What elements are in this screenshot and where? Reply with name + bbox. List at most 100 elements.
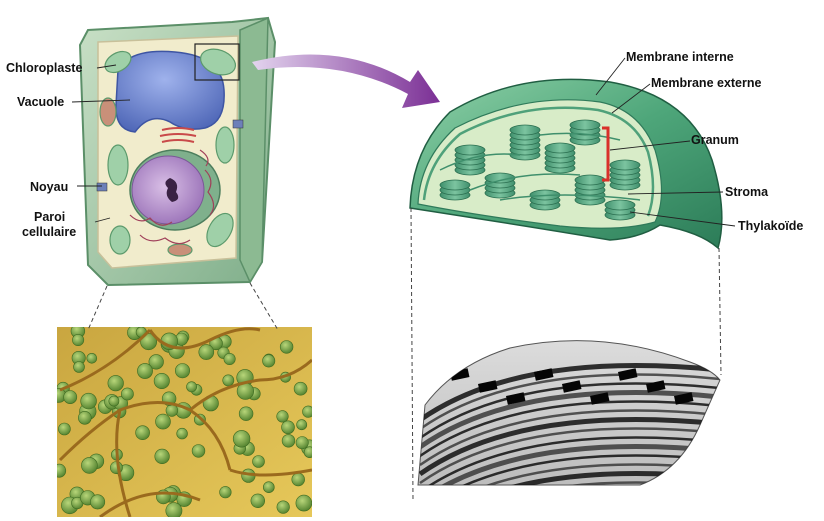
cell-chloroplast <box>107 144 129 186</box>
cell-chloroplast <box>167 243 193 257</box>
micrograph-chloroplast <box>175 363 191 379</box>
thylakoid-disc <box>604 199 636 211</box>
thylakoid-disc <box>439 179 471 191</box>
label-thylakoide: Thylakoïde <box>738 219 803 233</box>
endoplasmic-reticulum <box>129 149 215 245</box>
tem-granum <box>534 368 554 381</box>
micrograph-chloroplast <box>78 410 92 425</box>
micrograph-chloroplast <box>86 352 98 364</box>
micrograph-chloroplast <box>63 390 78 404</box>
granum-stack <box>569 119 601 146</box>
label-membrane-externe: Membrane externe <box>651 76 762 90</box>
micrograph-chloroplast <box>108 395 120 407</box>
micrograph-chloroplast <box>135 425 150 441</box>
micrograph-chloroplast <box>90 494 106 510</box>
micrograph-chloroplast <box>250 493 265 508</box>
zoom-box <box>194 43 240 81</box>
cell-leader-lines <box>71 64 131 223</box>
micrograph-chloroplast <box>262 481 275 494</box>
stroma-lamellae <box>439 132 641 201</box>
cell-chloroplast <box>206 212 234 248</box>
micrograph-chloroplast <box>80 392 97 410</box>
micrograph-chloroplast <box>295 494 312 512</box>
granum-stack <box>484 172 516 199</box>
cell-chloroplast <box>99 97 117 127</box>
label-granum: Granum <box>691 133 739 147</box>
tem-band <box>419 400 720 458</box>
micrograph-chloroplast <box>281 434 296 448</box>
label-membrane-interne: Membrane interne <box>626 50 734 64</box>
micrograph-chloroplast <box>222 374 235 387</box>
tem-band <box>419 481 720 485</box>
label-paroi: Paroi <box>34 210 65 224</box>
micrograph-cell-walls <box>58 327 312 517</box>
tem-band <box>418 417 720 477</box>
micrograph-chloroplast <box>155 413 171 430</box>
micrograph-chloroplast <box>121 387 134 401</box>
nucleolus <box>165 178 179 202</box>
micrograph-chloroplast <box>238 406 254 421</box>
tem-band <box>419 373 720 431</box>
micrograph-chloroplast <box>165 404 179 417</box>
chloroplast-tem-micrograph <box>417 340 721 486</box>
chloroplast-3d <box>409 78 723 250</box>
label-chloroplaste: Chloroplaste <box>6 61 82 75</box>
granum-stack <box>439 179 471 201</box>
grana-stacks <box>439 119 641 221</box>
cell-wall-side <box>239 16 269 284</box>
thylakoid-disc <box>609 159 641 171</box>
thylakoid-disc <box>574 174 606 186</box>
granum-stack <box>544 142 576 174</box>
label-cellulaire: cellulaire <box>22 225 76 239</box>
tem-granum <box>646 380 666 393</box>
micrograph-chloroplast <box>223 352 236 365</box>
label-vacuole: Vacuole <box>17 95 64 109</box>
micrograph-chloroplast <box>295 436 309 450</box>
chloroplast-leader-lines <box>595 57 736 227</box>
micrograph-chloroplast <box>276 500 290 514</box>
micrograph-chloroplast <box>296 419 308 431</box>
tem-band <box>418 390 720 450</box>
micrograph-chloroplast <box>110 461 123 474</box>
micrograph-chloroplast <box>276 410 289 423</box>
granum-stack <box>509 124 541 161</box>
micrograph-chloroplast <box>186 381 197 393</box>
granum-stack <box>454 144 486 176</box>
micrograph-chloroplast <box>148 354 164 370</box>
micrograph-chloroplast <box>252 455 265 468</box>
micrograph-chloroplast <box>154 448 170 465</box>
micrograph-chloroplast <box>293 381 308 396</box>
micrograph-chloroplasts <box>57 327 312 517</box>
micrograph-chloroplast <box>279 340 294 354</box>
thylakoid-disc <box>509 124 541 136</box>
micrograph-chloroplast <box>107 375 124 392</box>
micrograph-chloroplast <box>219 486 232 499</box>
micrograph-chloroplast <box>198 344 215 360</box>
micrograph-chloroplast <box>176 427 188 440</box>
granum-stack <box>609 159 641 191</box>
micrograph-chloroplast <box>191 444 206 458</box>
micrograph-chloroplast <box>72 333 85 346</box>
micrograph-chloroplast <box>57 463 67 478</box>
thylakoid-disc <box>569 119 601 131</box>
tem-band <box>419 382 720 440</box>
tem-band <box>419 427 720 485</box>
cell-chloroplast <box>109 225 131 255</box>
tem-granum <box>674 392 694 405</box>
micrograph-chloroplast <box>281 420 295 435</box>
micrograph-chloroplast <box>58 422 71 436</box>
micrograph-chloroplast <box>137 363 153 379</box>
micrograph-chloroplast <box>302 405 312 418</box>
vacuole <box>115 50 225 133</box>
tem-granum <box>478 380 498 393</box>
micrograph-chloroplast <box>232 430 251 448</box>
golgi-apparatus <box>159 127 197 143</box>
inner-membrane <box>422 106 655 217</box>
thylakoid-disc <box>544 142 576 154</box>
cell-chloroplasts <box>99 48 237 257</box>
tem-granum <box>506 392 526 405</box>
plasmodesma <box>96 182 108 192</box>
thylakoid-disc <box>454 144 486 156</box>
cell-chloroplast <box>104 50 132 74</box>
